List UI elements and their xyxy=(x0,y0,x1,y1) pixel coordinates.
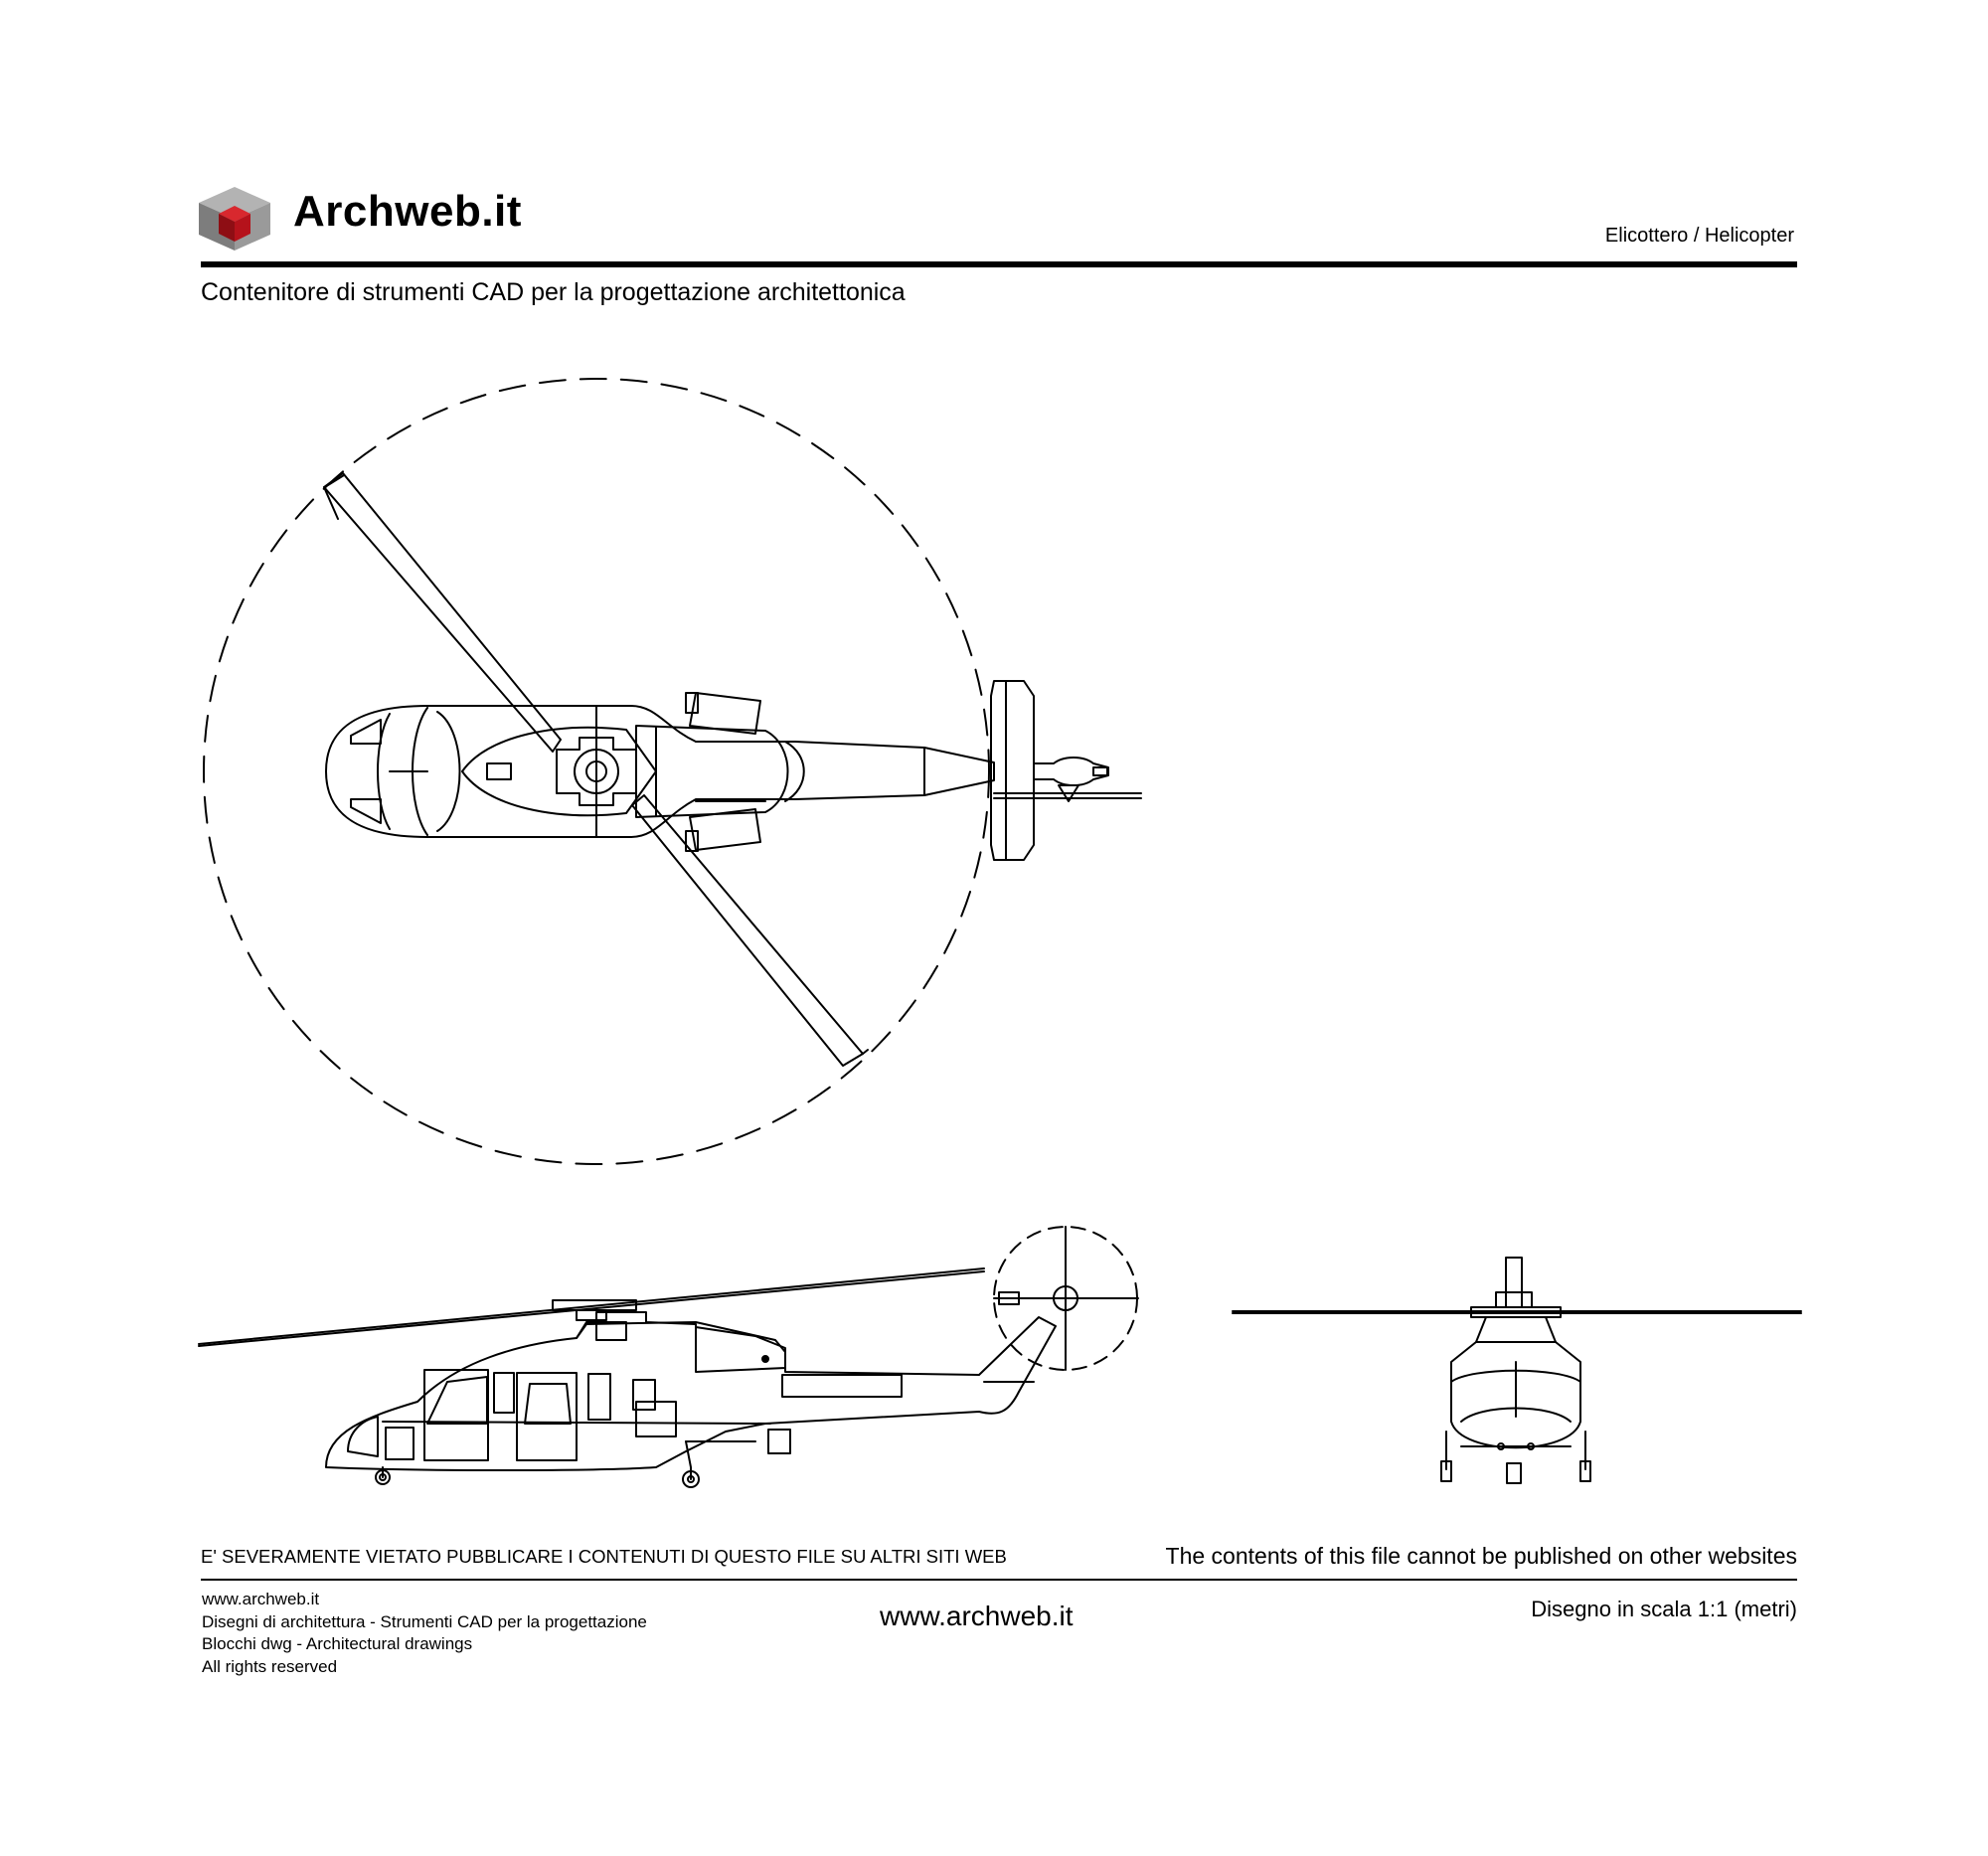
footer-line: All rights reserved xyxy=(202,1656,338,1676)
drawing-scale: Disegno in scala 1:1 (metri) xyxy=(1531,1597,1797,1621)
drawing-category: Elicottero / Helicopter xyxy=(1604,225,1794,247)
header-rule xyxy=(201,261,1797,267)
rotor-disc xyxy=(203,378,990,1165)
plan-view xyxy=(203,378,1142,1165)
archweb-logo-icon xyxy=(199,187,270,251)
notice-italian: E' SEVERAMENTE VIETATO PUBBLICARE I CONT… xyxy=(201,1546,1007,1567)
plan-blade-2 xyxy=(631,794,864,1067)
footer-line: Disegni di architettura - Strumenti CAD … xyxy=(202,1611,647,1631)
tagline: Contenitore di strumenti CAD per la prog… xyxy=(201,278,906,306)
footer-rule xyxy=(201,1579,1797,1581)
side-fuselage xyxy=(325,1316,1057,1471)
footer-info: www.archweb.it Disegni di architettura -… xyxy=(202,1589,647,1678)
brand-title: Archweb.it xyxy=(293,187,522,236)
front-view xyxy=(1232,1257,1802,1484)
plan-blade-1 xyxy=(323,472,562,753)
side-view xyxy=(198,1226,1139,1488)
footer-line: www.archweb.it xyxy=(202,1590,320,1608)
footer-line: Blocchi dwg - Architectural drawings xyxy=(202,1634,473,1653)
plan-tail-plane xyxy=(990,680,1035,861)
footer-url-link[interactable]: www.archweb.it xyxy=(880,1601,1074,1631)
notice-english: The contents of this file cannot be publ… xyxy=(1165,1543,1797,1569)
plan-fuselage xyxy=(325,705,995,838)
